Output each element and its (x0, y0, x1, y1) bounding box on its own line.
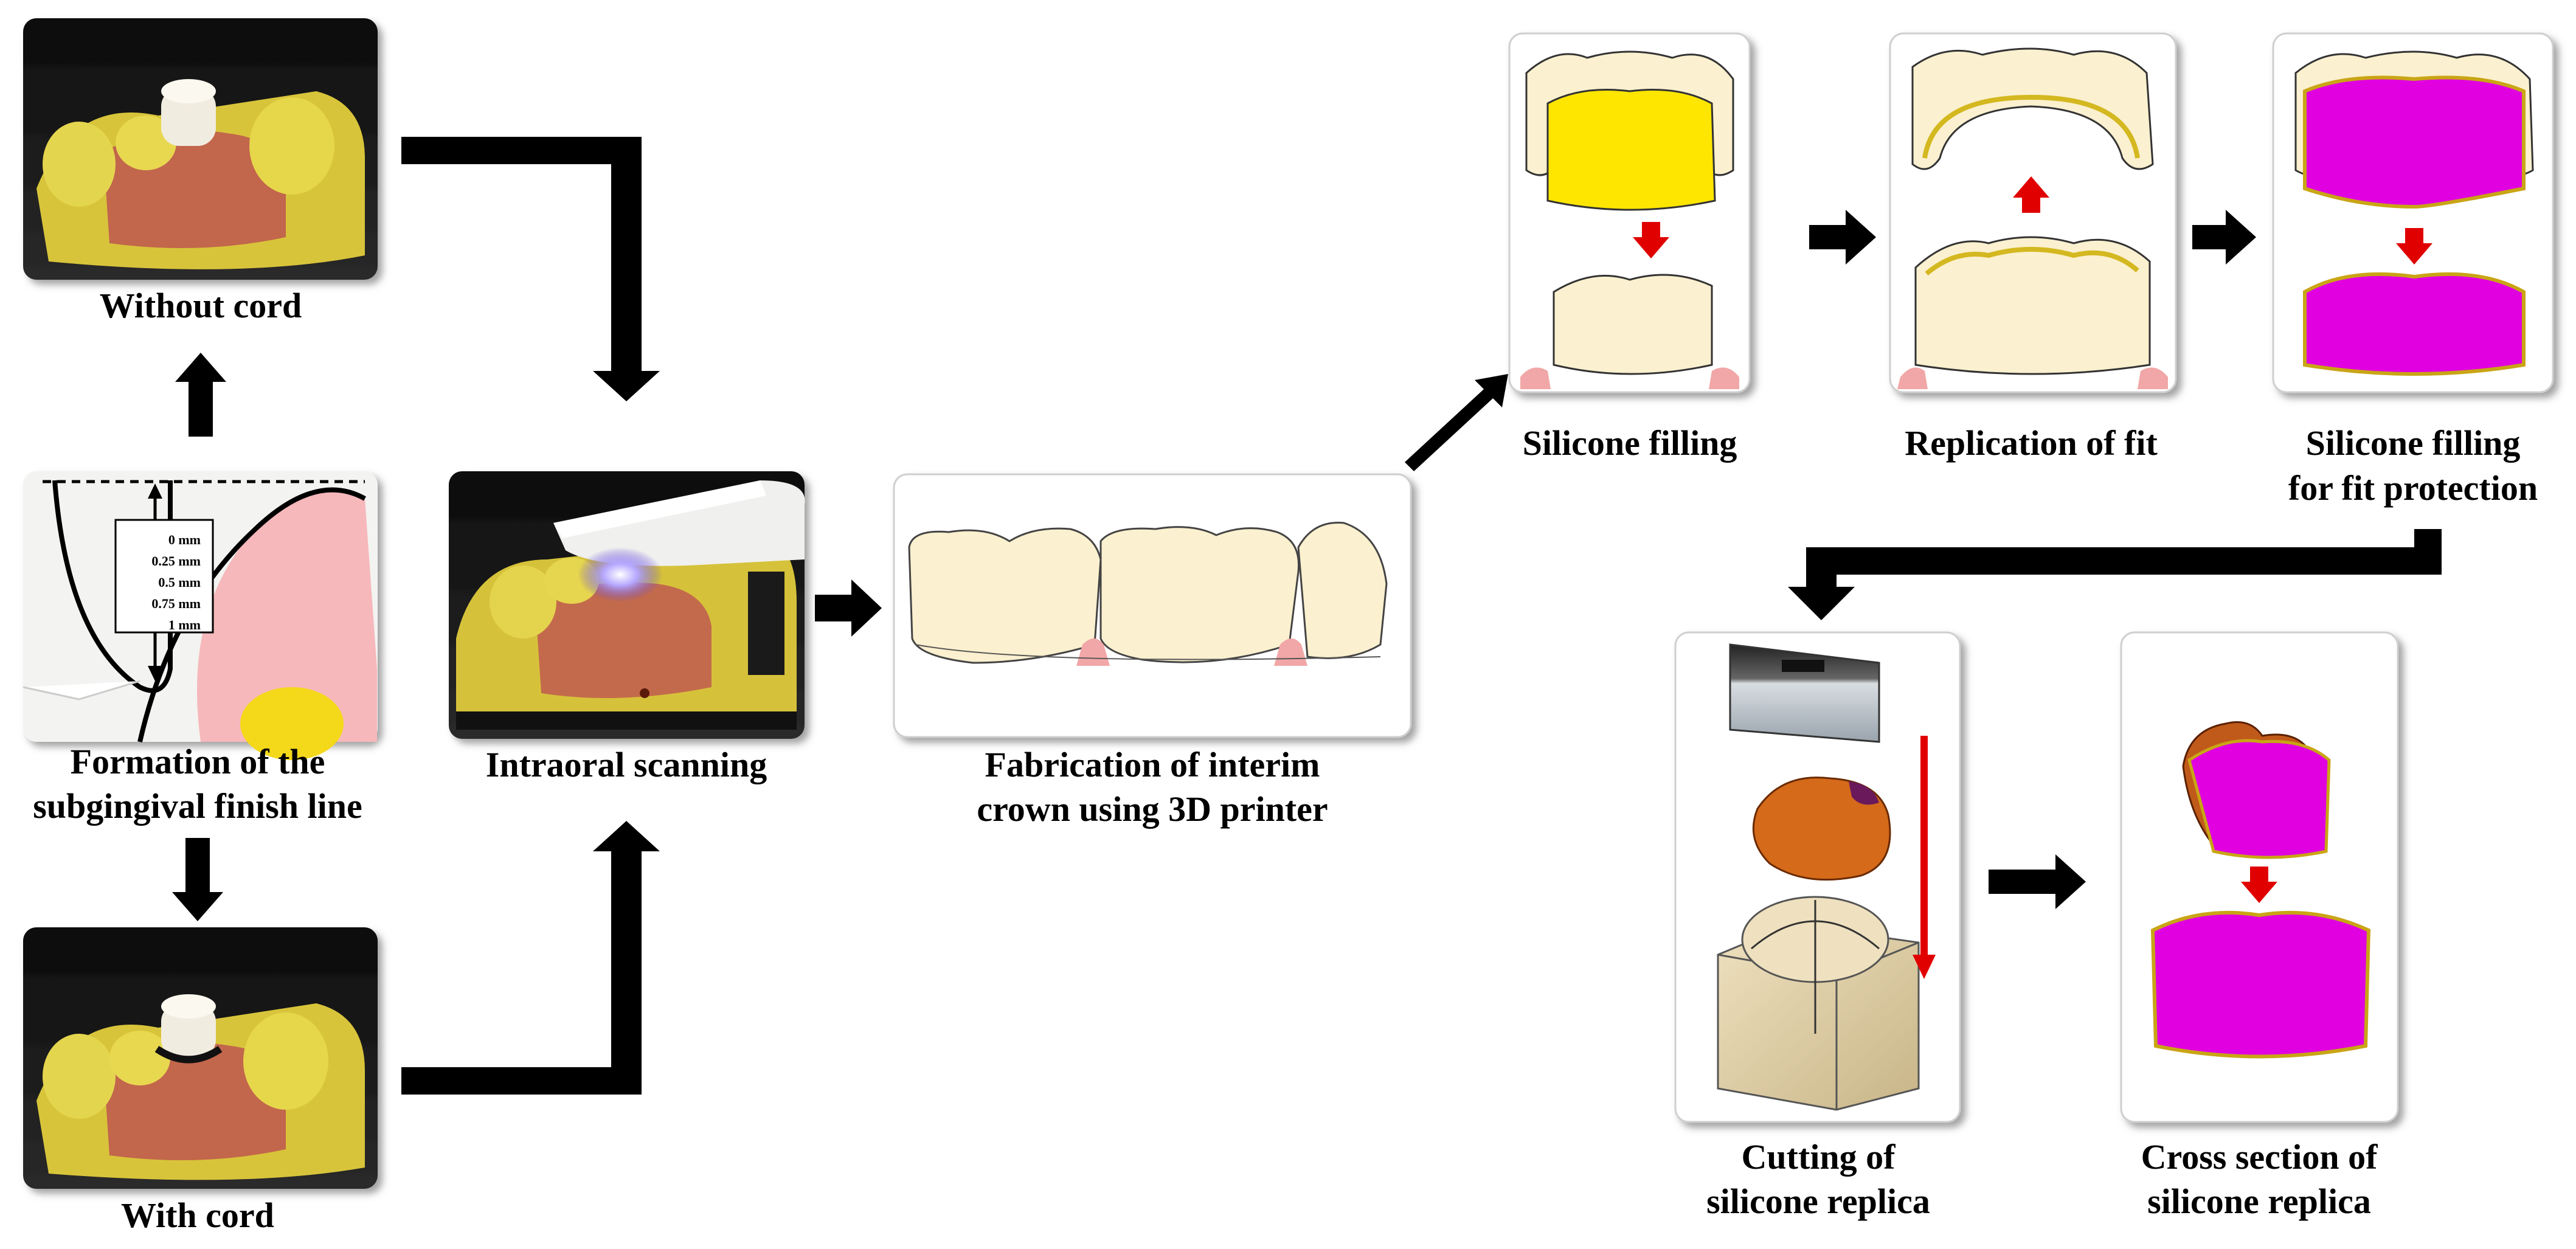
arrow-to-cross-section (1989, 854, 2086, 909)
arrow-elbow-bottom-to-scanning (401, 821, 660, 1095)
caption-fabrication-line1: Fabrication of interim (985, 745, 1320, 784)
caption-silicone-filling: Silicone filling (1523, 423, 1737, 463)
model-photo-without-cord (36, 79, 365, 269)
cut-direction-arrow-shaft (1920, 736, 1928, 961)
depth-legend-box (114, 519, 214, 634)
caption-with-cord: With cord (121, 1195, 274, 1235)
panel-cross-section (2120, 631, 2399, 1123)
model-photo-with-cord (36, 994, 365, 1180)
caption-replication: Replication of fit (1905, 423, 2158, 463)
caption-cutting-line1: Cutting of (1742, 1137, 1896, 1177)
caption-cross-line1: Cross section of (2141, 1137, 2378, 1177)
arrow-to-protection (2192, 210, 2256, 265)
silicone-magenta-fill-bottom (2303, 272, 2526, 376)
arrow-elbow-top-to-scanning (401, 137, 660, 401)
razor-blade (1729, 643, 1880, 743)
depth-1: 1 mm (168, 617, 201, 632)
arrow-up-to-without-cord (175, 353, 226, 437)
caption-intraoral: Intraoral scanning (486, 745, 767, 784)
depth-025: 0.25 mm (151, 553, 201, 569)
caption-cutting-line2: silicone replica (1706, 1182, 1930, 1221)
silicone-yellow-fill (1546, 89, 1716, 211)
panel-fabrication (893, 473, 1412, 738)
panel-without-cord (23, 18, 378, 280)
arrow-down-red-1 (1633, 222, 1669, 258)
panel-cutting (1674, 631, 1961, 1123)
cut-direction-arrow-head (1913, 955, 1936, 979)
panel-finish-line-diagram: 0 mm 0.25 mm 0.5 mm 0.75 mm 1 mm (23, 471, 378, 760)
panel-fit-protection (2272, 32, 2554, 393)
silicone-block (1717, 896, 1920, 1111)
depth-075: 0.75 mm (151, 596, 201, 611)
arrow-to-fabrication (815, 580, 882, 637)
panel-with-cord (23, 927, 378, 1189)
panel-replication (1889, 32, 2177, 393)
arrow-down-red-2 (2396, 228, 2432, 265)
panel-silicone-filling (1508, 32, 1751, 393)
caption-fabrication-line2: crown using 3D printer (977, 789, 1328, 829)
caption-formation-line1: Formation of the (71, 742, 325, 781)
replica-fragment (1752, 777, 1891, 881)
caption-cross-line2: silicone replica (2147, 1182, 2371, 1221)
depth-0: 0 mm (168, 532, 201, 547)
arrow-up-red (2013, 176, 2049, 213)
arrow-elbow-to-cutting (1788, 529, 2442, 620)
caption-protection-line2: for fit protection (2288, 468, 2538, 508)
scanner-tip (553, 480, 805, 602)
silicone-magenta-fill-top (2303, 75, 2526, 209)
caption-protection-line1: Silicone filling (2306, 423, 2521, 463)
arrow-down-to-with-cord (172, 838, 223, 921)
arrow-diagonal-to-silicone-filling (1405, 374, 1508, 471)
arrow-down-red-3 (2241, 867, 2277, 903)
section-magenta-top (2187, 739, 2331, 859)
tooth-outline (52, 480, 173, 693)
caption-without-cord: Without cord (100, 286, 302, 325)
depth-05: 0.5 mm (158, 575, 201, 590)
arrow-to-replication (1809, 210, 1876, 265)
section-magenta-bottom (2150, 910, 2371, 1059)
printed-crowns (908, 522, 1388, 666)
caption-formation-line2: subgingival finish line (33, 786, 362, 826)
panel-intraoral-scanning (449, 471, 805, 739)
